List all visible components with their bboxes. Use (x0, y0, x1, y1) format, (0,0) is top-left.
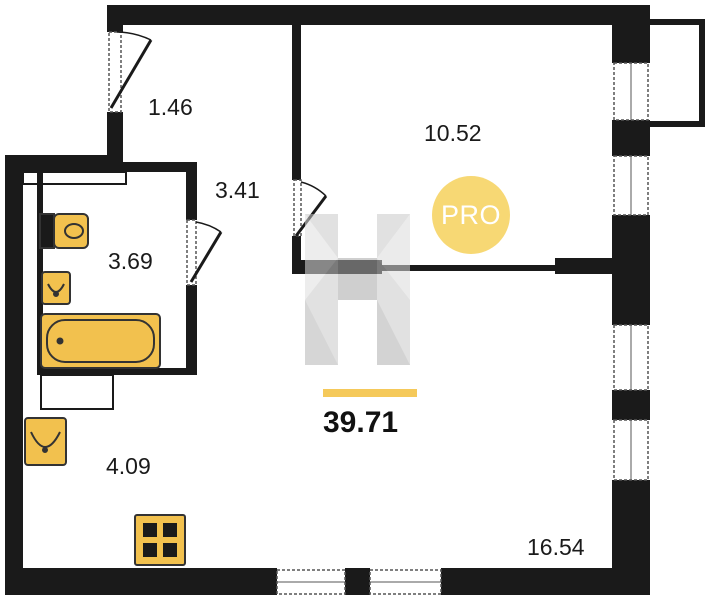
wall-bottom-mid (345, 568, 370, 595)
door-bedroom-frame (293, 179, 302, 237)
niche-line (40, 374, 114, 410)
bath-sink-icon (41, 271, 71, 305)
wall-bedroom-bottom-b (382, 265, 557, 271)
wall-bath-bottom (37, 368, 197, 375)
area-hallway: 3.41 (215, 177, 260, 203)
stove-icon (134, 514, 186, 566)
wall-bottom-right (441, 568, 641, 595)
wall-bottom-left (5, 568, 277, 595)
door-balcony-left-frame (108, 31, 122, 113)
door-arc-bedroom (300, 181, 327, 197)
doors (109, 31, 328, 283)
area-bathroom: 3.69 (108, 248, 153, 274)
wall-bedroom-bottom-c (555, 258, 615, 274)
area-living-room: 16.54 (527, 534, 585, 560)
wall-bath-right-lower (186, 285, 197, 375)
balcony-right-outline (650, 19, 705, 127)
total-area: 39.71 (323, 406, 399, 439)
wall-bath-left (37, 172, 43, 372)
door-arc-bath (195, 221, 222, 233)
wall-right-3 (612, 215, 650, 325)
door-arc-balcony (116, 31, 152, 41)
wall-balcony-left-lower (107, 112, 123, 162)
wall-right-bottom (612, 480, 650, 595)
wall-bedroom-left (292, 25, 301, 180)
door-bath-frame (186, 219, 197, 286)
watermark-logo (305, 214, 410, 365)
pro-badge: PRO (432, 176, 510, 254)
wall-balcony-left-upper (107, 5, 123, 32)
total-area-bar (323, 389, 417, 397)
wall-bath-right-upper (186, 162, 197, 220)
wall-top (107, 5, 650, 25)
toilet-icon (39, 213, 89, 249)
wall-right-4 (612, 390, 650, 420)
wall-right-top (612, 5, 650, 63)
shelf-line (22, 171, 127, 185)
door-leaf-bath (189, 231, 223, 283)
thin-lines (22, 19, 705, 410)
walls (5, 5, 650, 595)
area-balcony-left: 1.46 (148, 94, 193, 120)
pro-badge-label: PRO (440, 199, 501, 230)
window-glass-lines (277, 63, 632, 583)
wall-bedroom-left-low (292, 236, 301, 274)
area-kitchen-corridor: 4.09 (106, 453, 151, 479)
wall-right-2 (612, 120, 650, 156)
kitchen-sink-icon (24, 417, 67, 466)
wall-bath-inner-top (37, 162, 197, 172)
door-leaf-balcony (109, 39, 153, 109)
area-bedroom: 10.52 (424, 120, 482, 146)
fixtures (24, 213, 186, 566)
bathtub-icon (40, 313, 161, 369)
wall-left (5, 155, 23, 595)
